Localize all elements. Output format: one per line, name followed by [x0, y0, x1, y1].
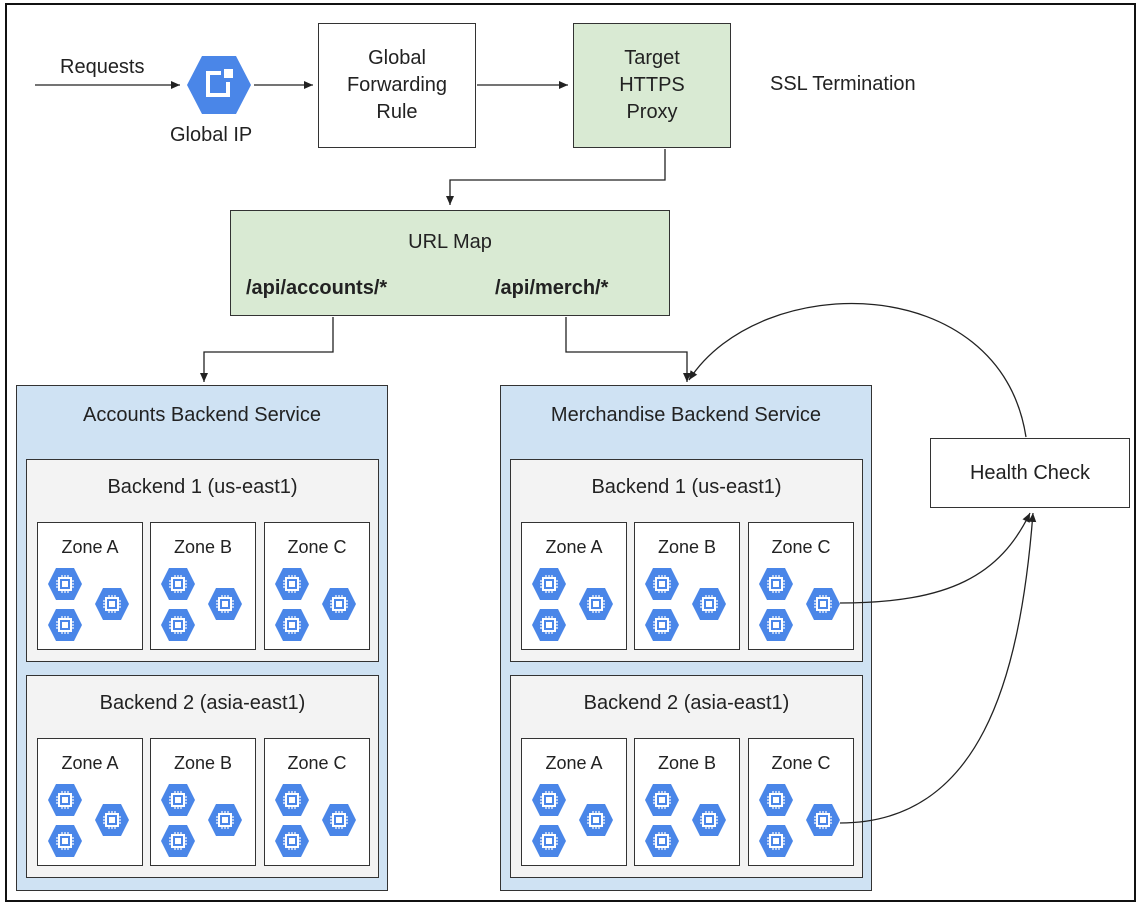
global-forwarding-rule-box: Global Forwarding Rule: [318, 23, 476, 148]
zone-b: Zone B: [150, 738, 256, 866]
backend-1: Backend 1 (us-east1) Zone A Zone B Zone C: [26, 459, 379, 662]
zone-title: Zone B: [657, 753, 717, 773]
requests-label: Requests: [60, 56, 145, 78]
global-ip-label: Global IP: [170, 124, 253, 146]
compute-engine-icon: [644, 608, 680, 642]
health-check-box: Health Check: [930, 438, 1130, 508]
zone-title: Zone C: [771, 753, 831, 773]
backend-2: Backend 2 (asia-east1) Zone A Zone B Zone C: [26, 675, 379, 878]
zone-title: Zone A: [61, 753, 119, 773]
zone-title: Zone A: [545, 753, 603, 773]
compute-engine-icon: [274, 783, 310, 817]
compute-engine-icon: [47, 824, 83, 858]
proxy-label: Target HTTPS Proxy: [619, 47, 685, 123]
zone-c: Zone C: [264, 522, 370, 650]
compute-engine-icon: [321, 803, 357, 837]
compute-engine-icon: [160, 783, 196, 817]
compute-engine-icon: [691, 587, 727, 621]
ssl-termination-label: SSL Termination: [770, 73, 916, 95]
zone-title: Zone A: [545, 537, 603, 557]
path-merch-label: /api/merch/*: [495, 277, 609, 299]
compute-engine-icon: [691, 803, 727, 837]
compute-engine-icon: [805, 587, 841, 621]
backend-title: Backend 2 (asia-east1): [99, 692, 306, 714]
backend-title: Backend 1 (us-east1): [591, 476, 782, 498]
compute-engine-icon: [274, 824, 310, 858]
compute-engine-icon: [207, 587, 243, 621]
zone-a: Zone A: [521, 738, 627, 866]
compute-engine-icon: [531, 824, 567, 858]
url-map-box: URL Map /api/accounts/* /api/merch/*: [230, 210, 670, 316]
compute-engine-icon: [160, 824, 196, 858]
compute-engine-icon: [531, 567, 567, 601]
zone-title: Zone C: [771, 537, 831, 557]
target-https-proxy-box: Target HTTPS Proxy: [573, 23, 731, 148]
service-title: Merchandise Backend Service: [550, 404, 822, 426]
health-check-label: Health Check: [969, 461, 1091, 484]
zone-title: Zone C: [287, 753, 347, 773]
zone-c: Zone C: [748, 522, 854, 650]
compute-engine-icon: [644, 824, 680, 858]
compute-engine-icon: [644, 567, 680, 601]
path-accounts-label: /api/accounts/*: [246, 277, 388, 299]
backend-2: Backend 2 (asia-east1) Zone A Zone B Zone C: [510, 675, 863, 878]
zone-b: Zone B: [634, 738, 740, 866]
compute-engine-icon: [578, 803, 614, 837]
compute-engine-icon: [644, 783, 680, 817]
zone-b: Zone B: [634, 522, 740, 650]
zone-title: Zone B: [657, 537, 717, 557]
compute-engine-icon: [531, 608, 567, 642]
compute-engine-icon: [47, 608, 83, 642]
compute-engine-icon: [94, 803, 130, 837]
zone-a: Zone A: [37, 738, 143, 866]
backend-title: Backend 2 (asia-east1): [583, 692, 790, 714]
url-map-title: URL Map: [408, 231, 492, 253]
zone-title: Zone A: [61, 537, 119, 557]
zone-title: Zone B: [173, 537, 233, 557]
zone-a: Zone A: [521, 522, 627, 650]
compute-engine-icon: [578, 587, 614, 621]
backend-title: Backend 1 (us-east1): [107, 476, 298, 498]
backend-1: Backend 1 (us-east1) Zone A Zone B Zone C: [510, 459, 863, 662]
zone-title: Zone B: [173, 753, 233, 773]
zone-c: Zone C: [264, 738, 370, 866]
compute-engine-icon: [758, 783, 794, 817]
zone-title: Zone C: [287, 537, 347, 557]
zone-a: Zone A: [37, 522, 143, 650]
compute-engine-icon: [758, 608, 794, 642]
compute-engine-icon: [274, 567, 310, 601]
compute-engine-icon: [758, 824, 794, 858]
compute-engine-icon: [758, 567, 794, 601]
compute-engine-icon: [94, 587, 130, 621]
compute-engine-icon: [805, 803, 841, 837]
global-ip-icon: [187, 56, 251, 114]
service-title: Accounts Backend Service: [83, 404, 321, 426]
compute-engine-icon: [207, 803, 243, 837]
zone-c: Zone C: [748, 738, 854, 866]
compute-engine-icon: [274, 608, 310, 642]
compute-engine-icon: [47, 783, 83, 817]
compute-engine-icon: [531, 783, 567, 817]
compute-engine-icon: [160, 608, 196, 642]
compute-engine-icon: [160, 567, 196, 601]
forwarding-rule-label: Global Forwarding Rule: [346, 47, 448, 123]
compute-engine-icon: [47, 567, 83, 601]
diagram-frame: [5, 3, 1136, 902]
zone-b: Zone B: [150, 522, 256, 650]
compute-engine-icon: [321, 587, 357, 621]
